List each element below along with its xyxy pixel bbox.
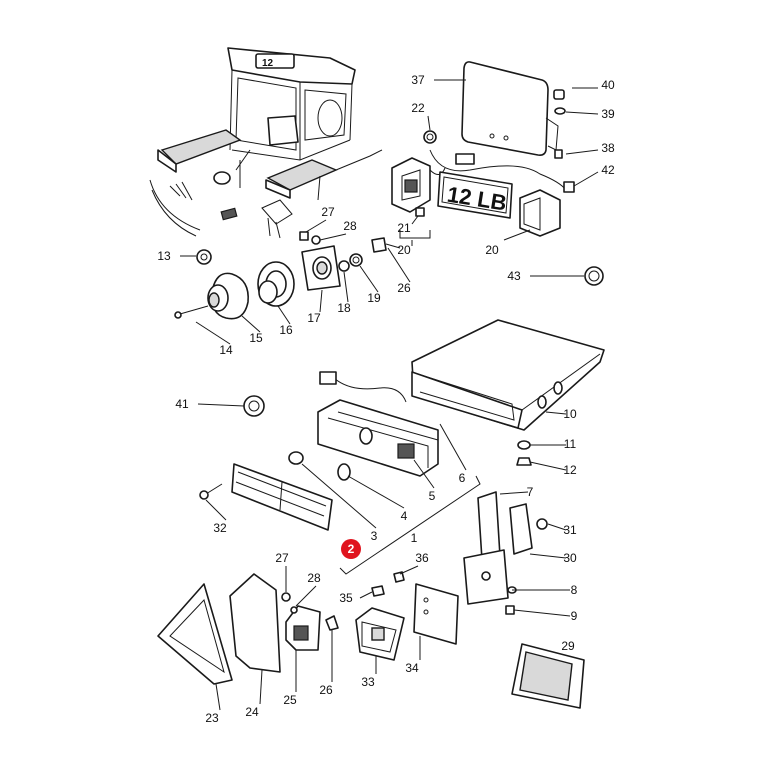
leader-line-35: [359, 591, 373, 599]
leader-line-28b: [295, 585, 317, 607]
mounting-bracket: [463, 491, 548, 615]
callout-label-25[interactable]: 25: [283, 693, 297, 707]
callout-label-32[interactable]: 32: [213, 521, 227, 535]
leader-line-15: [241, 315, 261, 333]
callout-label-15[interactable]: 15: [249, 331, 263, 345]
callout-label-12[interactable]: 12: [563, 463, 577, 477]
leader-line-6: [439, 423, 467, 471]
leader-line-12: [529, 461, 567, 471]
warning-triangle-and-fittings: [157, 571, 585, 709]
callout-label-11[interactable]: 11: [564, 437, 577, 451]
callout-label-24[interactable]: 24: [245, 705, 259, 719]
callout-label-36[interactable]: 36: [415, 551, 429, 565]
highlight-label: 2: [348, 542, 355, 556]
callout-label-16[interactable]: 16: [279, 323, 293, 337]
highlight-marker[interactable]: [341, 539, 361, 559]
callout-label-5[interactable]: 5: [429, 489, 436, 503]
leader-line-39: [565, 111, 599, 115]
leader-line-30: [529, 553, 567, 559]
callout-label-3[interactable]: 3: [371, 529, 378, 543]
callout-label-43[interactable]: 43: [507, 269, 521, 283]
callout-label-33[interactable]: 33: [361, 675, 375, 689]
leader-line-16: [277, 305, 291, 325]
callout-label-7[interactable]: 7: [527, 485, 534, 499]
callout-label-34[interactable]: 34: [405, 661, 419, 675]
cab-sign-text: 12: [262, 58, 274, 69]
leader-line-7: [499, 491, 529, 495]
callout-label-38[interactable]: 38: [601, 141, 615, 155]
leader-line-26a: [387, 247, 411, 283]
leader-line-17: [319, 289, 323, 313]
leader-line-42: [573, 171, 599, 187]
leader-line-10: [545, 411, 567, 415]
leader-line-31: [547, 523, 567, 531]
leader-line-23: [215, 683, 221, 711]
leader-line-36: [399, 565, 419, 575]
callout-label-4[interactable]: 4: [401, 509, 408, 523]
callout-label-40[interactable]: 40: [601, 78, 615, 92]
leader-line-5: [413, 459, 435, 489]
tractor-cab: 12: [149, 47, 383, 239]
leader-line-28a: [319, 233, 347, 241]
tail-lamp-group: [174, 231, 401, 320]
callout-label-37[interactable]: 37: [411, 73, 425, 87]
leader-line-20b: [503, 229, 531, 241]
leader-line-21: [411, 215, 419, 225]
callout-label-17[interactable]: 17: [307, 311, 321, 325]
callout-label-14[interactable]: 14: [219, 343, 233, 357]
side-lamp-assembly: [199, 266, 605, 575]
callout-label-1[interactable]: 1: [411, 531, 418, 545]
highlight-callout[interactable]: 2: [341, 539, 361, 559]
callout-label-20b[interactable]: 20: [485, 243, 499, 257]
callout-leaders: [180, 79, 599, 711]
callout-label-13[interactable]: 13: [157, 249, 171, 263]
callout-label-39[interactable]: 39: [601, 107, 615, 121]
leader-line-38: [565, 149, 599, 155]
leader-line-4: [347, 475, 405, 509]
callout-label-10[interactable]: 10: [563, 407, 577, 421]
callout-label-41[interactable]: 41: [175, 397, 189, 411]
callout-label-28b[interactable]: 28: [307, 571, 321, 585]
callout-label-8[interactable]: 8: [571, 583, 578, 597]
callout-label-18[interactable]: 18: [337, 301, 351, 315]
leader-line-14: [195, 321, 231, 345]
leader-line-18: [343, 271, 349, 303]
callout-label-29[interactable]: 29: [561, 639, 575, 653]
leader-line-27a: [305, 219, 327, 233]
callout-label-27a[interactable]: 27: [321, 205, 335, 219]
callout-label-27b[interactable]: 27: [275, 551, 289, 565]
leader-line-3: [301, 463, 377, 529]
leader-line-19: [359, 265, 379, 293]
callout-label-22[interactable]: 22: [411, 101, 425, 115]
callout-label-20a[interactable]: 20: [397, 243, 411, 257]
callout-label-26b[interactable]: 26: [319, 683, 333, 697]
callout-label-31[interactable]: 31: [563, 523, 577, 537]
callout-label-35[interactable]: 35: [339, 591, 353, 605]
callout-label-21[interactable]: 21: [397, 221, 411, 235]
callout-label-42[interactable]: 42: [601, 163, 615, 177]
leader-line-24: [259, 669, 263, 705]
callout-label-9[interactable]: 9: [571, 609, 578, 623]
callout-label-28a[interactable]: 28: [343, 219, 357, 233]
leader-line-9: [513, 609, 571, 617]
number-plate-assembly: 12 LB: [391, 61, 575, 239]
leader-line-41: [197, 403, 245, 407]
leader-line-22: [427, 115, 431, 131]
callout-label-30[interactable]: 30: [563, 551, 577, 565]
callout-label-6[interactable]: 6: [459, 471, 466, 485]
leader-line-32: [205, 499, 227, 521]
callout-label-26a[interactable]: 26: [397, 281, 411, 295]
callout-label-19[interactable]: 19: [367, 291, 381, 305]
callout-label-23[interactable]: 23: [205, 711, 219, 725]
